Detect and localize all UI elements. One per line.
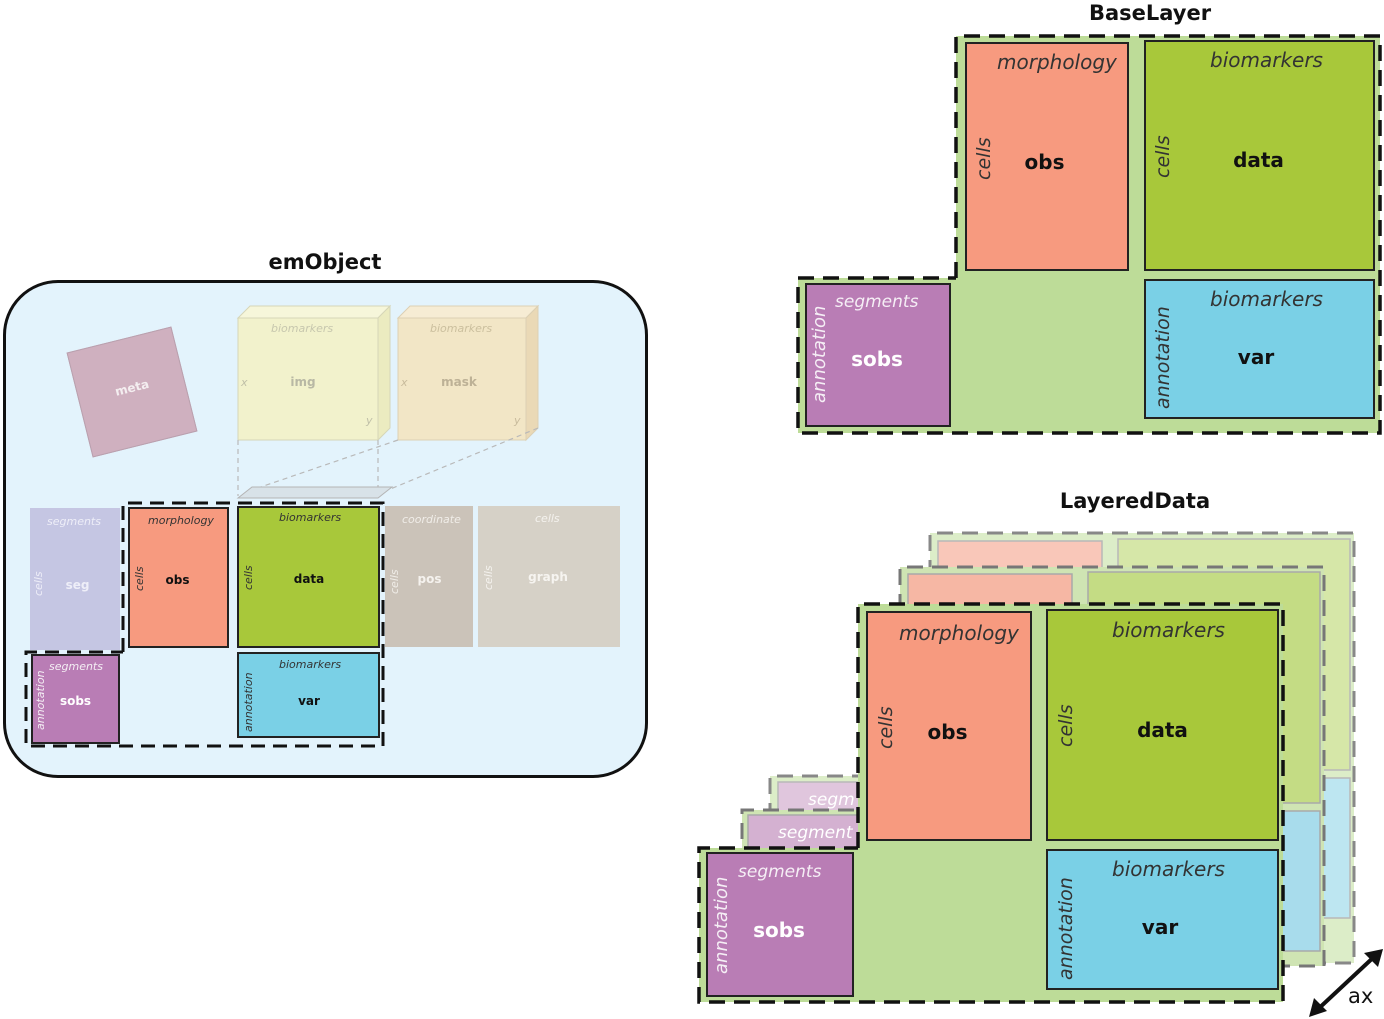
bl-obs-block: morphology obs cells xyxy=(965,42,1129,271)
ax-label: ax xyxy=(1348,984,1374,1008)
em-obs-block: morphology obs cells xyxy=(128,507,229,648)
ld-var-block: biomarkers var annotation xyxy=(1046,849,1279,990)
bl-sobs-block: segments sobs annotation xyxy=(805,283,951,427)
mask-top-label: biomarkers xyxy=(430,322,493,335)
graph-label: graph xyxy=(528,570,568,584)
seg-top-label: segments xyxy=(47,515,101,528)
back-layer-label-1: segm xyxy=(808,790,855,810)
bl-data-block: biomarkers data cells xyxy=(1144,40,1375,271)
back-layer-label-2: segment xyxy=(778,823,853,843)
baselayer-title: BaseLayer xyxy=(1088,1,1212,25)
em-obs-top-label: morphology xyxy=(148,514,214,527)
seg-label: seg xyxy=(65,578,90,592)
ld-sobs-top-label: segments xyxy=(738,862,822,882)
pos-label: pos xyxy=(417,572,442,586)
pos-top-label: coordinate xyxy=(402,513,461,526)
ld-data-label: data xyxy=(1137,718,1188,742)
bl-sobs-label: sobs xyxy=(851,347,903,371)
ld-sobs-block: segments sobs annotation xyxy=(706,852,854,997)
em-sobs-label: sobs xyxy=(59,694,92,708)
em-data-label: data xyxy=(293,572,325,586)
ld-obs-label: obs xyxy=(927,720,968,744)
graph-block: cells graph cells xyxy=(478,506,620,647)
ld-sobs-label: sobs xyxy=(753,918,805,942)
bl-data-label: data xyxy=(1233,148,1284,172)
bl-var-top-label: biomarkers xyxy=(1210,287,1323,311)
mask-x-label: x xyxy=(401,376,408,389)
graph-top-label: cells xyxy=(535,512,560,525)
ld-var-label: var xyxy=(1141,915,1179,939)
img-x-label: x xyxy=(241,376,248,389)
ld-var-top-label: biomarkers xyxy=(1112,857,1225,881)
bl-obs-label: obs xyxy=(1024,150,1065,174)
img-label: img xyxy=(290,375,316,389)
layereddata-title: LayeredData xyxy=(1059,489,1211,513)
img-top-label: biomarkers xyxy=(271,322,334,335)
em-var-label: var xyxy=(298,694,320,708)
ld-data-block: biomarkers data cells xyxy=(1046,609,1279,841)
bl-var-label: var xyxy=(1237,345,1275,369)
ld-data-top-label: biomarkers xyxy=(1112,618,1225,642)
bl-sobs-top-label: segments xyxy=(835,292,919,312)
bl-data-top-label: biomarkers xyxy=(1210,48,1323,72)
ld-obs-top-label: morphology xyxy=(899,621,1019,645)
pos-block: coordinate pos cells xyxy=(385,506,473,647)
ax-arrow-icon xyxy=(1309,949,1383,1017)
em-data-block: biomarkers data cells xyxy=(237,506,380,648)
em-data-top-label: biomarkers xyxy=(279,511,342,524)
img-y-label: y xyxy=(366,414,373,427)
bl-var-block: biomarkers var annotation xyxy=(1144,279,1375,419)
mask-label: mask xyxy=(441,375,477,389)
em-obs-label: obs xyxy=(165,573,190,587)
bl-obs-top-label: morphology xyxy=(997,50,1117,74)
ld-obs-block: morphology obs cells xyxy=(866,611,1032,841)
mask-y-label: y xyxy=(514,414,521,427)
emobject-title: emObject xyxy=(268,250,382,274)
em-sobs-block: segments sobs annotation xyxy=(31,654,120,744)
em-sobs-top-label: segments xyxy=(49,660,103,673)
seg-block: segments seg cells xyxy=(30,508,120,650)
em-var-top-label: biomarkers xyxy=(279,658,342,671)
em-var-block: biomarkers var annotation xyxy=(237,652,380,738)
